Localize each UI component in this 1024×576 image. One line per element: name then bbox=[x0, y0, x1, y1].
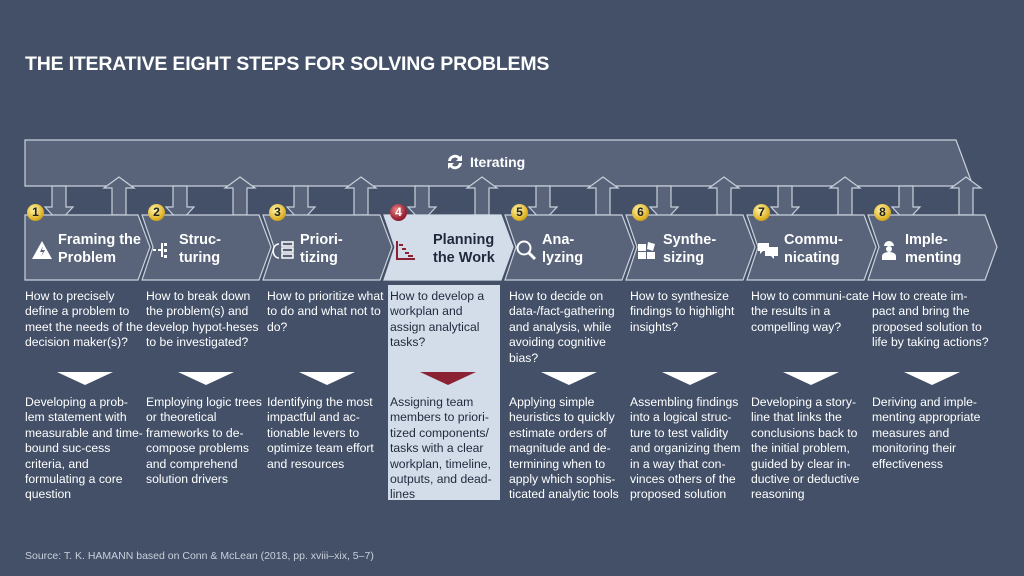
step-number-badge: 2 bbox=[148, 204, 165, 221]
step-number-badge: 6 bbox=[632, 204, 649, 221]
step-title: Commu-nicating bbox=[784, 231, 843, 267]
step-title-line1: Imple- bbox=[905, 232, 948, 248]
step-question: How to communi-cate the results in a com… bbox=[751, 289, 869, 334]
step-number-badge: 3 bbox=[269, 204, 286, 221]
step-chevron-4 bbox=[383, 214, 514, 281]
chevron-down-icon bbox=[57, 372, 113, 385]
step-title-line1: Priori- bbox=[300, 232, 343, 248]
highlight-column-background bbox=[388, 285, 500, 500]
step-title: Struc-turing bbox=[179, 231, 221, 267]
step-title-line1: Framing the bbox=[58, 232, 141, 248]
step-number-badge: 1 bbox=[27, 204, 44, 221]
step-description: Assigning team members to priori-tized c… bbox=[390, 395, 492, 502]
step-title: Ana-lyzing bbox=[542, 231, 583, 267]
step-chevron-1 bbox=[24, 214, 151, 281]
chevron-down-icon bbox=[662, 372, 718, 385]
tree-icon bbox=[153, 243, 167, 258]
priority-list-icon bbox=[272, 241, 294, 259]
chevron-down-icon bbox=[299, 372, 355, 385]
step-title-line2: the Work bbox=[433, 250, 495, 266]
magnifier-icon bbox=[516, 240, 537, 261]
step-number-badge: 7 bbox=[753, 204, 770, 221]
step-title-line1: Synthe- bbox=[663, 232, 717, 248]
step-title: Imple-menting bbox=[905, 231, 961, 267]
source-note: Source: T. K. HAMANN based on Conn & McL… bbox=[25, 550, 374, 562]
step-description: Applying simple heuristics to quickly es… bbox=[509, 395, 619, 502]
up-arrow bbox=[102, 176, 136, 216]
gantt-icon bbox=[396, 241, 415, 260]
up-arrow bbox=[586, 176, 620, 216]
step-title: Priori-tizing bbox=[300, 231, 343, 267]
page-title: THE ITERATIVE EIGHT STEPS FOR SOLVING PR… bbox=[25, 53, 550, 75]
step-number-badge: 5 bbox=[511, 204, 528, 221]
step-title-line2: turing bbox=[179, 250, 221, 266]
step-question: How to synthesize findings to highlight … bbox=[630, 289, 735, 334]
step-question: How to decide on data-/fact-gathering an… bbox=[509, 289, 615, 365]
warning-icon bbox=[32, 241, 52, 259]
step-title: Planning the Work bbox=[433, 231, 495, 267]
step-title-line2: lyzing bbox=[542, 250, 584, 266]
chevron-down-icon bbox=[178, 372, 234, 385]
step-description: Assembling findings into a logical struc… bbox=[630, 395, 741, 502]
iterating-label: Iterating bbox=[445, 152, 525, 172]
up-arrow bbox=[465, 176, 499, 216]
step-title: Synthe-sizing bbox=[663, 231, 716, 267]
iterating-text: Iterating bbox=[470, 154, 526, 170]
step-question: How to precisely define a problem to mee… bbox=[25, 289, 143, 350]
chevron-down-icon bbox=[420, 372, 476, 385]
step-title-line1: Struc- bbox=[179, 232, 221, 248]
step-number-badge: 8 bbox=[874, 204, 891, 221]
step-question: How to break down the problem(s) and dev… bbox=[146, 289, 259, 350]
step-chevron-8 bbox=[867, 214, 998, 281]
step-number-badge: 4 bbox=[390, 204, 407, 221]
step-title-line1: Commu- bbox=[784, 232, 843, 248]
step-title-line2: sizing bbox=[663, 250, 705, 266]
step-description: Developing a story-line that links the c… bbox=[751, 395, 860, 502]
step-title-line2: nicating bbox=[784, 250, 840, 266]
up-arrow bbox=[223, 176, 257, 216]
step-chevron-5 bbox=[504, 214, 635, 281]
chevron-down-icon bbox=[541, 372, 597, 385]
step-title-line1: Ana- bbox=[542, 232, 575, 248]
up-arrow bbox=[344, 176, 378, 216]
worker-icon bbox=[882, 241, 896, 260]
step-question: How to prioritize what to do and what no… bbox=[267, 289, 384, 334]
refresh-icon bbox=[448, 154, 462, 170]
step-question: How to create im-pact and bring the prop… bbox=[872, 289, 989, 350]
up-arrow bbox=[949, 176, 983, 216]
chevron-down-icon bbox=[783, 372, 839, 385]
step-description: Developing a prob-lem statement with mea… bbox=[25, 395, 143, 502]
step-chevron-6 bbox=[625, 214, 756, 281]
step-description: Identifying the most impactful and ac-ti… bbox=[267, 395, 374, 471]
up-arrow bbox=[707, 176, 741, 216]
step-question: How to develop a workplan and assign ana… bbox=[390, 289, 485, 350]
step-title-line2: Problem bbox=[58, 250, 117, 266]
step-title-line2: tizing bbox=[300, 250, 338, 266]
puzzle-icon bbox=[638, 242, 655, 259]
step-chevron-2 bbox=[141, 214, 272, 281]
step-title-line2: menting bbox=[905, 250, 962, 266]
chevron-down-icon bbox=[904, 372, 960, 385]
step-title-line1: Planning bbox=[433, 232, 495, 248]
step-description: Deriving and imple-menting appropriate m… bbox=[872, 395, 981, 471]
speech-bubbles-icon bbox=[758, 243, 778, 259]
up-arrow bbox=[828, 176, 862, 216]
step-description: Employing logic trees or theoretical fra… bbox=[146, 395, 262, 487]
